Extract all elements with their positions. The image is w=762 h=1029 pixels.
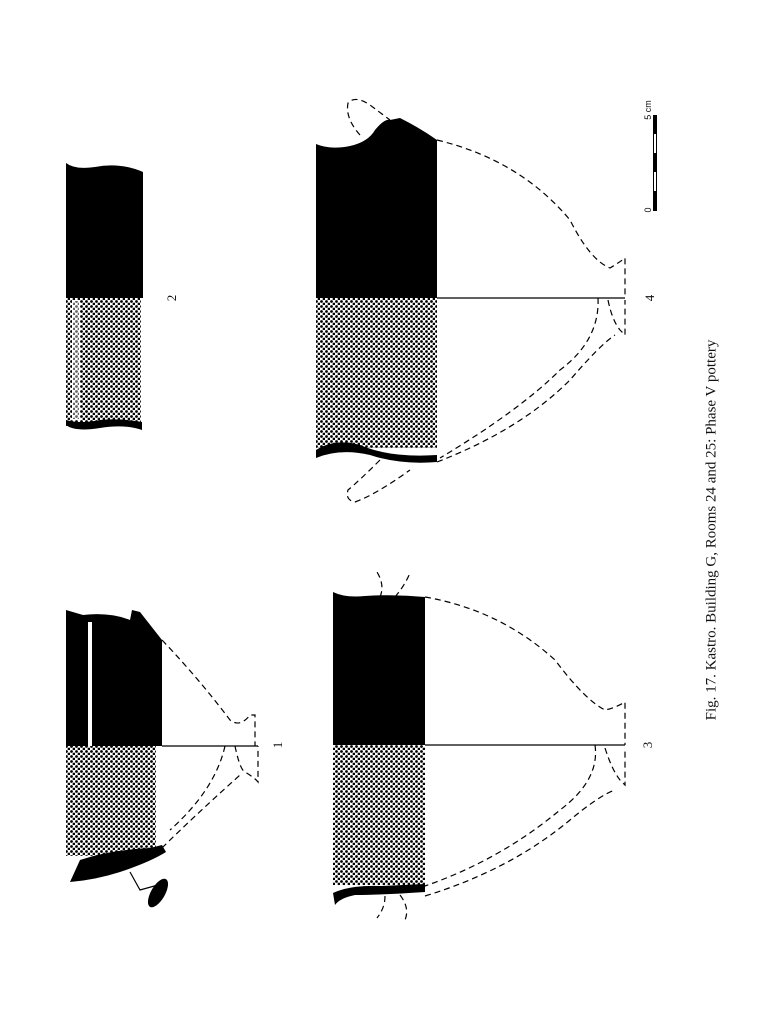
scale-bar [653,115,657,211]
vessel-3-drawing [333,571,626,921]
scale-end-label: 5 cm [643,100,653,120]
vessel-label-1: 1 [270,741,285,749]
vessel-label-2: 2 [164,294,179,302]
figure-caption: Fig. 17. Kastro. Building G, Rooms 24 an… [703,339,720,721]
vessel-label-3: 3 [640,741,655,749]
vessel-1-drawing [66,610,259,908]
vessel-label-4: 4 [642,294,657,302]
vessel-2-drawing [66,163,143,430]
vessel-4-drawing [316,98,626,503]
scale-start-label: 0 [643,207,653,213]
